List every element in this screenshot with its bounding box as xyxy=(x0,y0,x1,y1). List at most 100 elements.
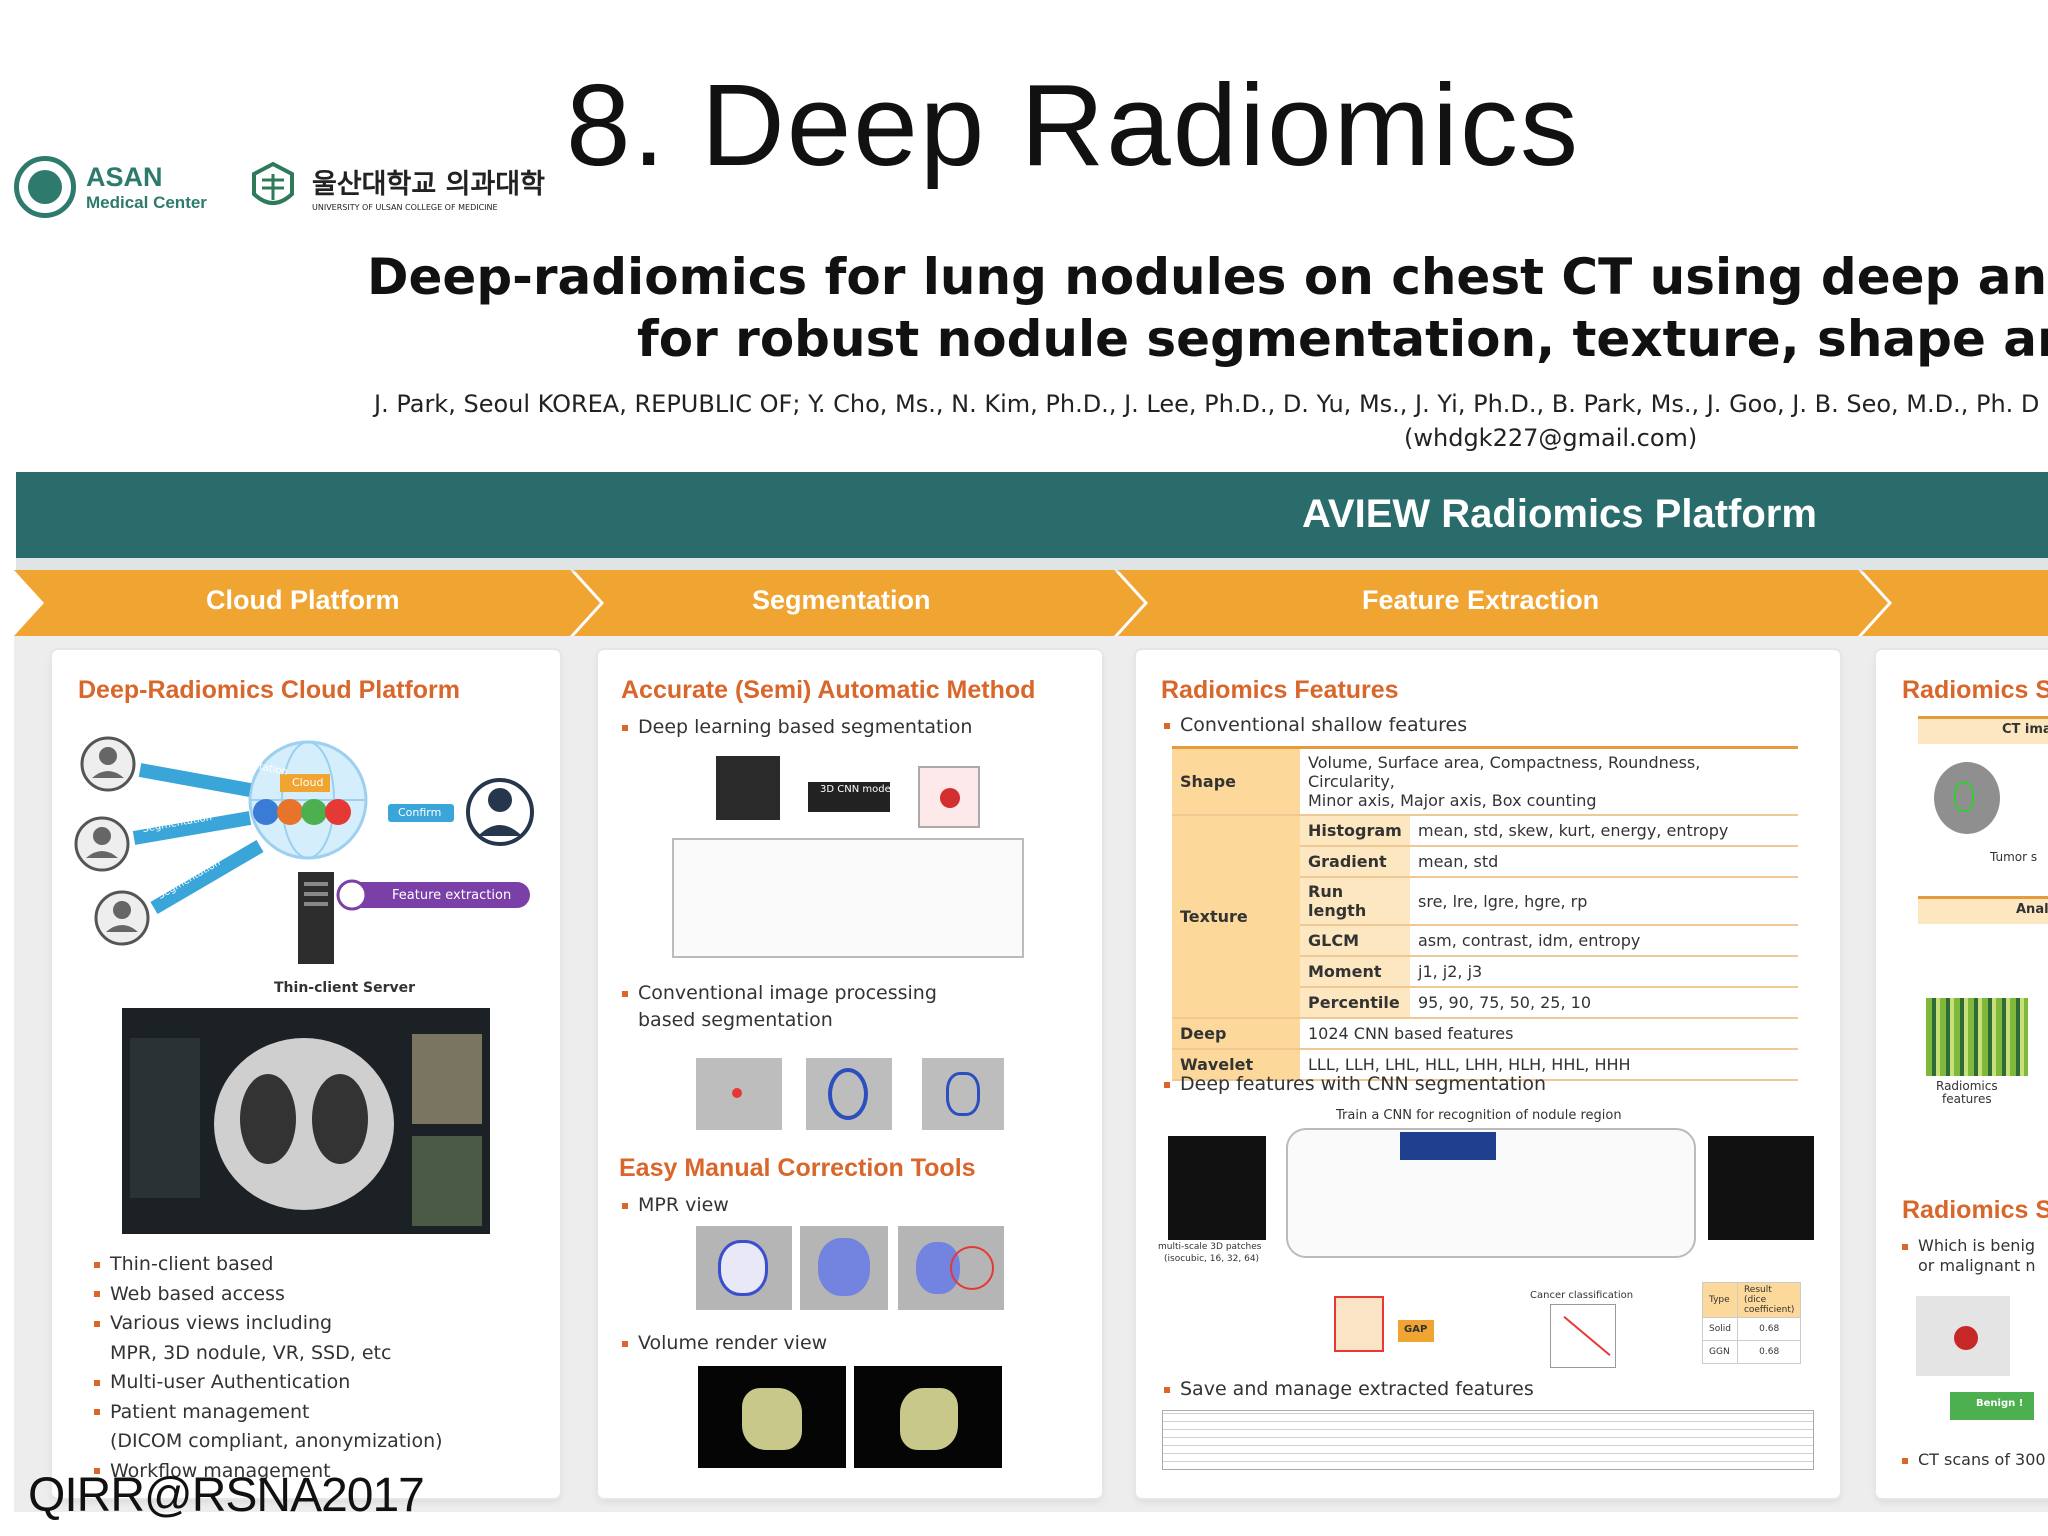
slide-title: 8. Deep Radiomics xyxy=(566,60,1580,190)
poster-email: (whdgk227@gmail.com) xyxy=(1404,424,1698,452)
cloud-badge xyxy=(280,774,330,792)
conv-seg-thumb-2 xyxy=(806,1058,892,1130)
texture-name-5: Moment xyxy=(1300,956,1410,988)
feature-table: Shape Volume, Surface area, Compactness,… xyxy=(1172,746,1798,1081)
result-r1-type: Solid xyxy=(1702,1317,1738,1341)
ulsan-logo-line1: 울산대학교 의과대학 xyxy=(312,169,545,200)
patches-caption-2: (isocubic, 16, 32, 64) xyxy=(1164,1254,1260,1264)
user-icon-1 xyxy=(80,736,136,792)
seg-bullet-4: Volume render view xyxy=(622,1330,827,1357)
segmentation-arrow-2 xyxy=(132,811,252,845)
features-label-1: Radiomics xyxy=(1936,1079,1998,1093)
user-icon-2 xyxy=(74,816,130,872)
cloud-label: Cloud xyxy=(292,776,324,789)
cloud-bullet-6: Workflow management xyxy=(110,1459,331,1482)
cnn-model-label: 3D CNN model xyxy=(820,784,894,795)
feature-bullet-2-text: Deep features with CNN segmentation xyxy=(1180,1073,1547,1095)
cloud-bullet-2: Web based access xyxy=(110,1282,285,1305)
poster-title-line1: Deep-radiomics for lung nodules on chest… xyxy=(367,248,2048,306)
cancer-classification-label: Cancer classification xyxy=(1530,1290,1634,1301)
asan-logo: ASAN Medical Center xyxy=(14,156,207,218)
texture-name-6: Percentile xyxy=(1300,987,1410,1019)
conv-seg-thumb-1 xyxy=(696,1058,782,1130)
result-r2-type: GGN xyxy=(1702,1340,1738,1364)
wavelet-label: Wavelet xyxy=(1172,1049,1300,1081)
asan-logo-line2: Medical Center xyxy=(86,192,207,212)
viewer-screenshot xyxy=(122,1008,490,1234)
confirm-arrow xyxy=(388,804,454,822)
result-r2-value: 0.68 xyxy=(1736,1340,1802,1364)
cloud-panel-title: Deep-Radiomics Cloud Platform xyxy=(78,676,460,704)
result-h2: Result (dice coefficient) xyxy=(1736,1282,1802,1318)
texture-value-2: mean, std xyxy=(1410,846,1798,878)
deep-value: 1024 CNN based features xyxy=(1300,1018,1798,1050)
feature-extraction-icon xyxy=(336,879,368,911)
feature-bullet-3-text: Save and manage extracted features xyxy=(1180,1378,1534,1400)
doctor-icon xyxy=(466,778,534,846)
step-arrow-4 xyxy=(1862,570,2048,636)
segmentation-arrow-3 xyxy=(150,839,264,915)
step-arrow-1 xyxy=(14,570,600,636)
patches-caption-1: multi-scale 3D patches xyxy=(1158,1242,1262,1252)
seg-bullet-4-text: Volume render view xyxy=(638,1332,828,1354)
ulsan-logo-line2: UNIVERSITY OF ULSAN COLLEGE OF MEDICINE xyxy=(312,203,498,212)
slide-footer: QIRR@RSNA2017 xyxy=(28,1469,425,1522)
texture-value-6: 95, 90, 75, 50, 25, 10 xyxy=(1410,987,1798,1019)
correction-tools-title: Easy Manual Correction Tools xyxy=(619,1154,976,1182)
feature-bullet-1-text: Conventional shallow features xyxy=(1180,714,1468,736)
seg-bullet-1: Deep learning based segmentation xyxy=(622,714,972,741)
cloud-bullet-5: Patient management xyxy=(110,1400,310,1423)
result-r1-value: 0.68 xyxy=(1736,1317,1802,1341)
benign-label: Benign ! xyxy=(1976,1398,2024,1409)
texture-value-3: sre, lre, lgre, hgre, rp xyxy=(1410,877,1798,926)
mpr-thumb-2 xyxy=(800,1226,888,1310)
browser-icons xyxy=(253,799,351,825)
segmentation-arrow-1 xyxy=(138,763,252,797)
asan-seal-icon xyxy=(14,156,76,218)
partial-bullet-1: Which is benig or malignant n xyxy=(1902,1236,2035,1276)
seg-output-nodule xyxy=(940,788,960,808)
segmentation-panel-title: Accurate (Semi) Automatic Method xyxy=(621,676,1036,704)
partial-bullet-2: CT scans of 300 xyxy=(1902,1446,2046,1473)
step-arrow-2 xyxy=(574,570,1144,636)
result-h1: Type xyxy=(1702,1282,1738,1318)
feature-bullet-1: Conventional shallow features xyxy=(1164,712,1467,739)
ct-thumb xyxy=(1934,762,2000,834)
server-icon xyxy=(298,872,334,964)
classification-plot xyxy=(1550,1304,1616,1368)
feature-spreadsheet xyxy=(1162,1410,1814,1470)
cnn-feature-strip xyxy=(1400,1132,1496,1160)
server-label: Thin-client Server xyxy=(274,980,416,996)
cloud-bullet-list: Thin-client based Web based access Vario… xyxy=(94,1250,443,1486)
feature-extraction-pill xyxy=(340,882,530,908)
texture-label: Texture xyxy=(1172,815,1300,1019)
analysis-header-bar xyxy=(1918,896,2048,924)
seg-bullet-2-line2: based segmentation xyxy=(638,1009,833,1031)
platform-band-title: AVIEW Radiomics Platform xyxy=(1302,492,1817,536)
ct-header-bar xyxy=(1918,716,2048,744)
texture-name-3: Run length xyxy=(1300,877,1410,926)
feature-bullet-2: Deep features with CNN segmentation xyxy=(1164,1071,1546,1098)
step-label-cloud: Cloud Platform xyxy=(206,585,400,615)
step-label-feature-extraction: Feature Extraction xyxy=(1362,585,1600,615)
shape-label: Shape xyxy=(1172,746,1300,816)
feature-bullet-3: Save and manage extracted features xyxy=(1164,1376,1534,1403)
deep-label: Deep xyxy=(1172,1018,1300,1050)
partial-bullet-1-line2: or malignant n xyxy=(1918,1256,2036,1275)
poster-title-line2: for robust nodule segmentation, texture,… xyxy=(637,310,2048,368)
texture-value-5: j1, j2, j3 xyxy=(1410,956,1798,988)
texture-value-4: asm, contrast, idm, entropy xyxy=(1410,925,1798,957)
cloud-bullet-1: Thin-client based xyxy=(110,1253,274,1275)
ulsan-logo: 울산대학교 의과대학 UNIVERSITY OF ULSAN COLLEGE O… xyxy=(242,160,545,214)
benign-badge xyxy=(1950,1392,2034,1420)
seg-bullet-2: Conventional image processing based segm… xyxy=(622,980,937,1034)
globe-icon xyxy=(248,740,368,860)
shape-value-1: Volume, Surface area, Compactness, Round… xyxy=(1308,753,1701,791)
band-shadow xyxy=(16,558,2048,572)
partial-panel-title-2: Radiomics S xyxy=(1902,1196,2048,1224)
partial-bullet-1-line1: Which is benig xyxy=(1918,1236,2036,1255)
conv-seg-thumb-3 xyxy=(922,1058,1004,1130)
ct-label: CT ima xyxy=(2002,722,2048,737)
